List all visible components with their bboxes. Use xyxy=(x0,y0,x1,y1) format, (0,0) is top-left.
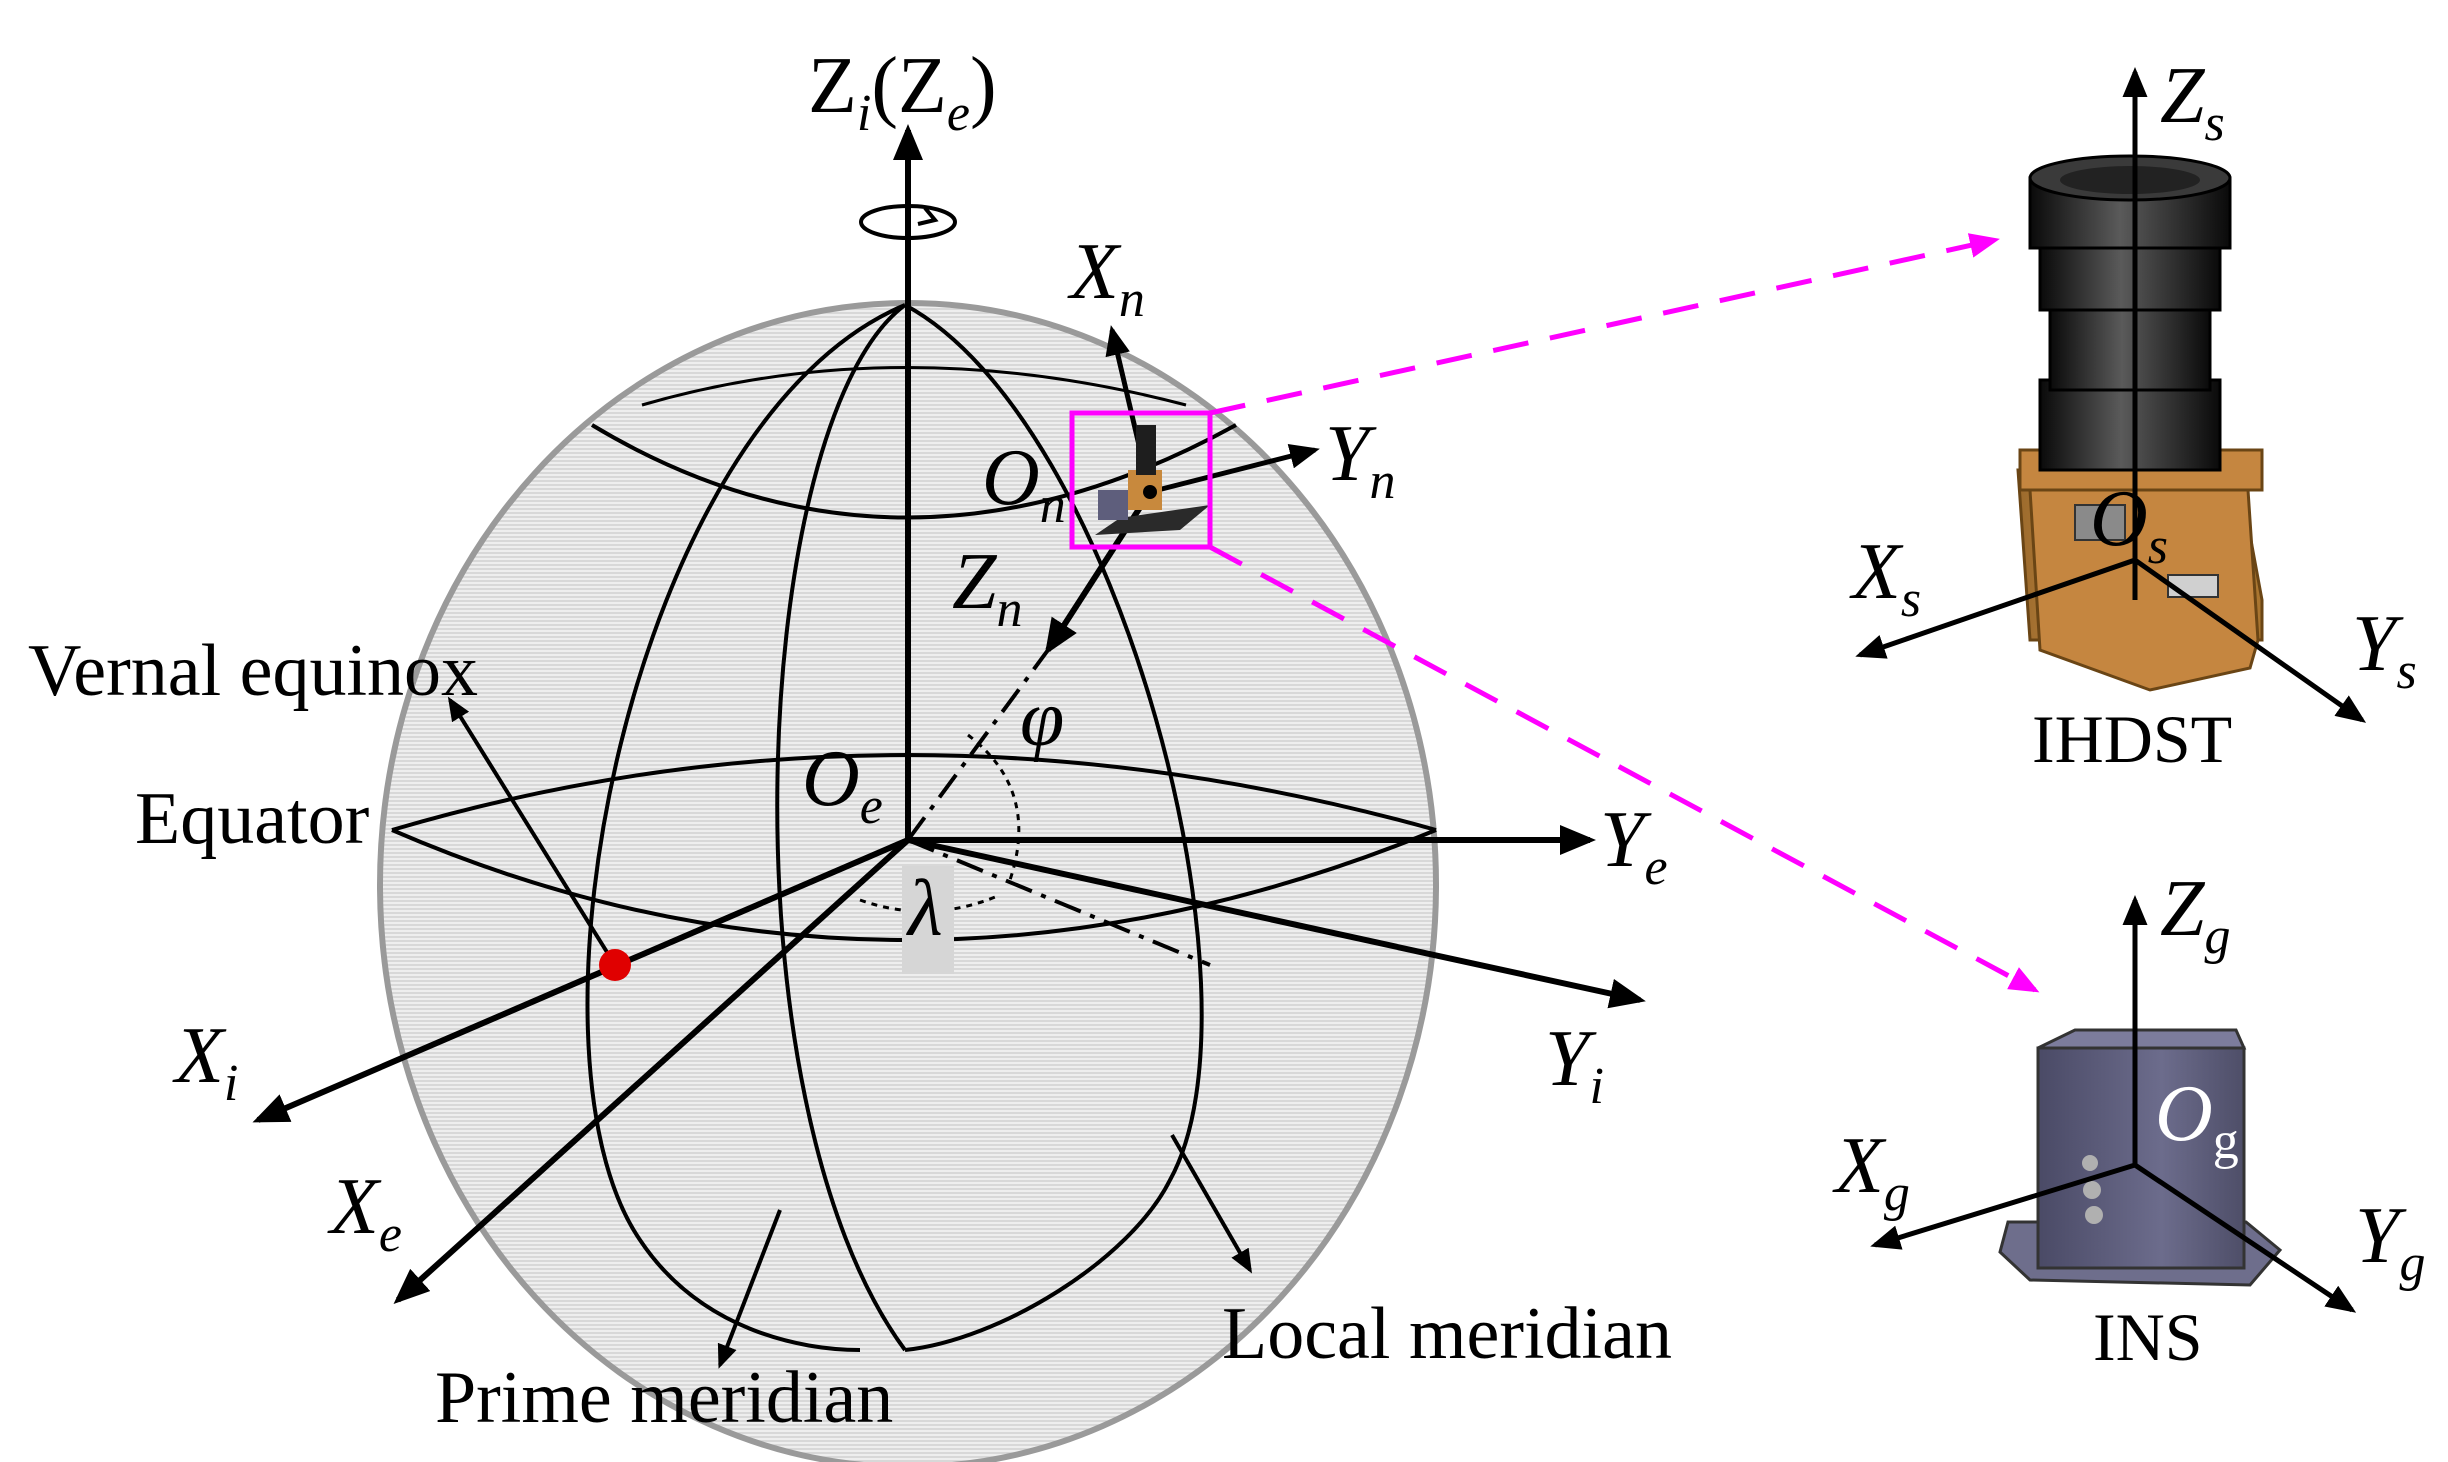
lambda-arc xyxy=(859,893,1001,913)
os-label: Os xyxy=(2090,475,2168,575)
highlight-box xyxy=(1069,410,1213,550)
oe-label: Oe xyxy=(802,735,883,835)
xg-axis xyxy=(1870,1162,2136,1250)
xi-axis xyxy=(252,837,910,1123)
meridian-inner-left xyxy=(775,303,907,1352)
yg-axis xyxy=(2133,1162,2357,1313)
ihdst-label: IHDST xyxy=(2032,701,2232,777)
local-meridian-pointer xyxy=(1170,1133,1253,1274)
xn-label: Xn xyxy=(1067,228,1145,328)
mini-device-icon xyxy=(1095,425,1210,535)
zs-label: Zs xyxy=(2160,52,2225,152)
connector-to-ins xyxy=(1208,544,2040,993)
lambda-label: λ xyxy=(906,865,943,953)
vernal-equinox-pointer xyxy=(447,696,617,967)
xs-label: Xs xyxy=(1849,528,1921,628)
ins-label: INS xyxy=(2093,1299,2203,1375)
local-meridian-label: Local meridian xyxy=(1222,1293,1672,1375)
prime-meridian-label: Prime meridian xyxy=(435,1357,893,1439)
ys-axis xyxy=(2133,557,2367,723)
on-label: On xyxy=(982,434,1066,534)
prime-meridian-pointer xyxy=(717,1209,782,1369)
yi-axis xyxy=(907,837,1646,1009)
xi-label: Xi xyxy=(172,1012,238,1112)
yi-label: Yi xyxy=(1545,1015,1604,1115)
lambda-bg xyxy=(902,866,954,974)
ye-label: Ye xyxy=(1600,796,1668,896)
og-label: Og xyxy=(2155,1070,2239,1170)
equator-label: Equator xyxy=(135,778,369,860)
xs-axis xyxy=(1855,557,2136,659)
phi-label: φ xyxy=(1020,675,1064,763)
local-meridian-curve xyxy=(904,303,1204,1352)
zi-ze-label: Zi(Ze) xyxy=(808,42,997,142)
yn-axis xyxy=(1149,444,1320,495)
zg-label: Zg xyxy=(2160,865,2231,965)
xe-label: Xe xyxy=(327,1163,402,1263)
zn-label: Zn xyxy=(952,538,1023,638)
yn-label: Yn xyxy=(1325,410,1396,510)
vernal-equinox-point xyxy=(599,949,631,981)
ys-label: Ys xyxy=(2352,600,2417,700)
local-projection-line xyxy=(907,838,1211,967)
xe-axis xyxy=(393,837,911,1305)
ins-device xyxy=(1998,1028,2283,1287)
xg-label: Xg xyxy=(1832,1122,1910,1222)
connector-to-ihdst xyxy=(1209,233,2000,416)
yg-label: Yg xyxy=(2355,1192,2426,1292)
prime-meridian-curve xyxy=(585,303,906,1352)
rotation-icon xyxy=(859,204,957,240)
vernal-equinox-label: Vernal equinox xyxy=(28,630,478,712)
ihdst-device xyxy=(2016,154,2264,692)
